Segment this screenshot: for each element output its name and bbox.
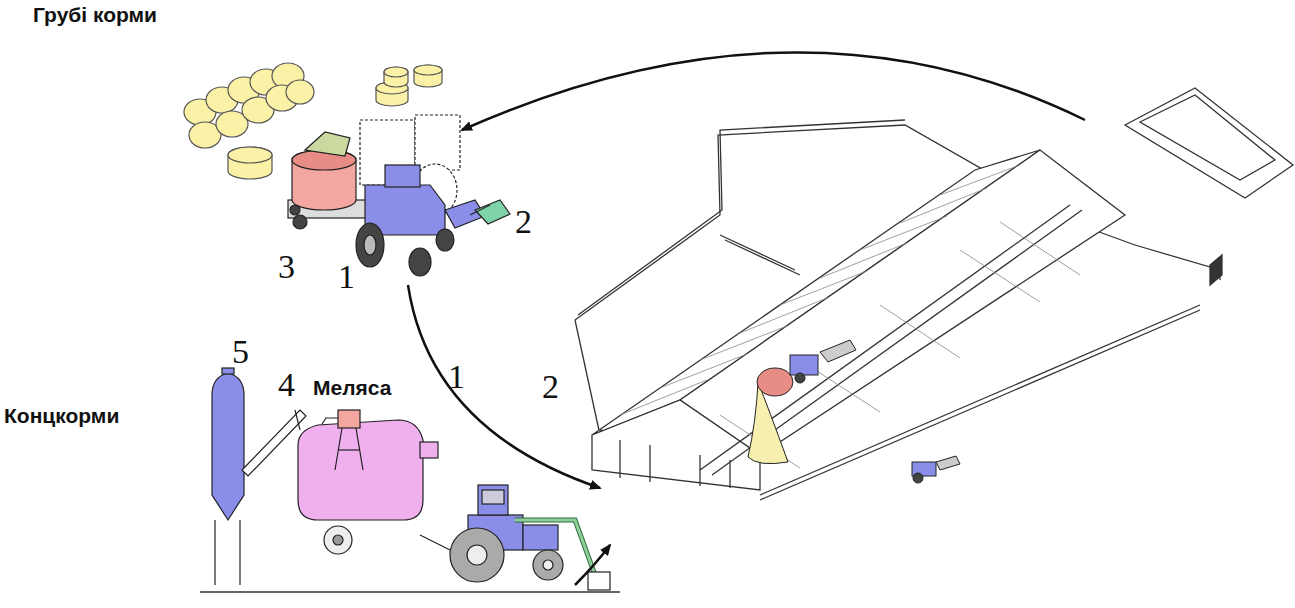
callout-number: 1	[338, 260, 355, 294]
callout-number: 2	[542, 370, 559, 404]
alley-mixer	[748, 340, 960, 483]
roof-tiles	[620, 165, 1080, 468]
callout-number: 4	[278, 368, 295, 402]
tractor-mixer-top	[288, 115, 510, 276]
ground-line	[200, 591, 620, 593]
loading-unit	[212, 368, 610, 590]
feed-label: Концкорми	[4, 405, 119, 426]
callout-number: 2	[515, 205, 532, 239]
feed-label: Меляса	[313, 377, 391, 398]
farm-building	[575, 88, 1293, 500]
callout-number: 1	[448, 360, 465, 394]
callout-number: 3	[278, 250, 295, 284]
callout-number: 5	[232, 335, 249, 369]
feed-label: Грубі корми	[33, 4, 157, 25]
flow-arrows	[408, 52, 1085, 585]
